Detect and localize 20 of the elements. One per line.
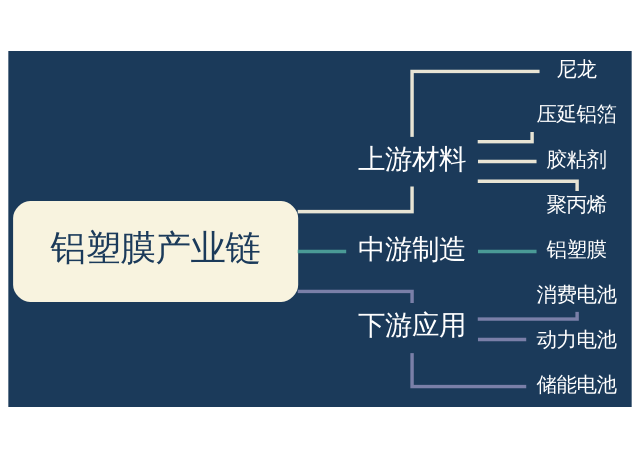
connector [410, 69, 540, 136]
node-text: 下游应用 [358, 310, 466, 342]
node-text: 压延铝箔 [536, 102, 616, 126]
connector [478, 337, 526, 341]
node-text: 中游制造 [358, 234, 466, 265]
node-text: 聚丙烯 [546, 192, 606, 216]
node-text: 上游材料 [358, 144, 466, 175]
connector [410, 352, 526, 388]
connector [478, 132, 534, 143]
connector [478, 249, 537, 253]
node-box: 铝塑膜产业链 [13, 200, 298, 302]
node-text: 铝塑膜 [546, 236, 606, 261]
connector [478, 159, 537, 163]
node-text: 尼龙 [556, 56, 596, 81]
connector [298, 249, 346, 253]
connector [298, 186, 414, 213]
node-text: 消费电池 [536, 282, 616, 306]
node-text: 胶粘剂 [546, 146, 606, 171]
node-text: 动力电池 [536, 326, 616, 351]
node-text: 储能电池 [536, 372, 616, 396]
